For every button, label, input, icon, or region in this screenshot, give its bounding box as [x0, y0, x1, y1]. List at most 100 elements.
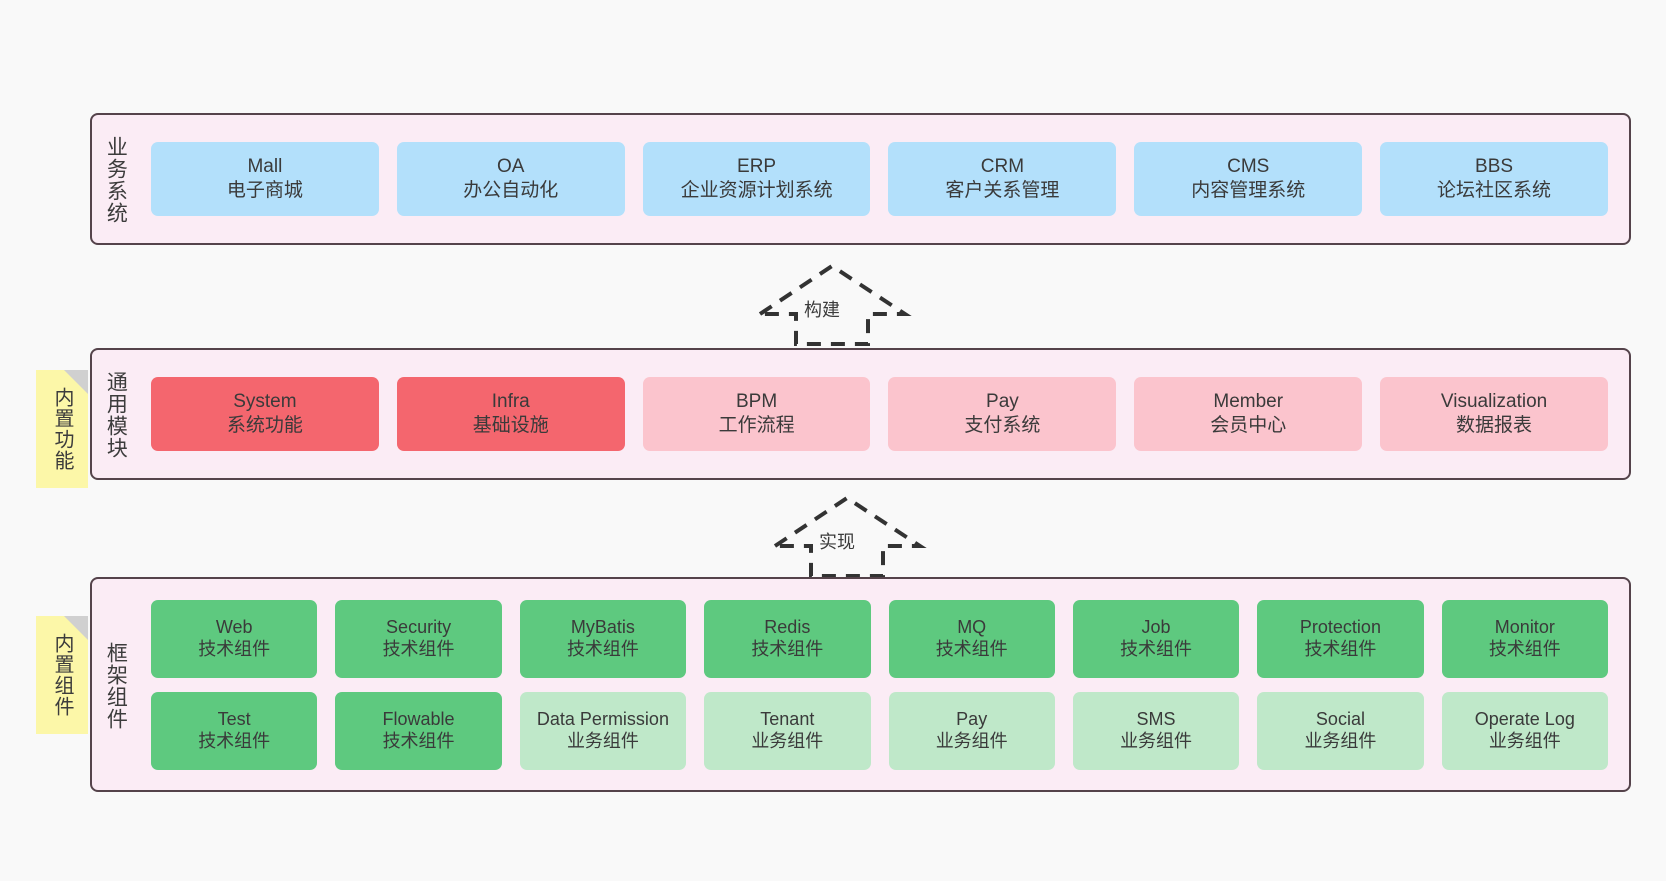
card-job[interactable]: Job 技术组件	[1072, 599, 1240, 678]
card-pay-component[interactable]: Pay 业务组件	[888, 691, 1055, 770]
card-member[interactable]: Member 会员中心	[1134, 377, 1363, 451]
card-title: Tenant	[760, 708, 815, 729]
build-arrow-label: 构建	[804, 300, 840, 320]
business-system-layer: 业务系统 Mall 电子商城 OA 办公自动化 ERP 企业资源计划系统 CRM…	[90, 113, 1631, 245]
card-operate-log[interactable]: Operate Log 业务组件	[1441, 691, 1608, 770]
card-subtitle: 企业资源计划系统	[680, 180, 833, 201]
card-subtitle: 系统功能	[226, 415, 303, 436]
note-label: 内置功能	[51, 387, 73, 471]
card-subtitle: 技术组件	[382, 730, 455, 751]
business-layer-title: 业务系统	[104, 136, 128, 224]
card-mybatis[interactable]: MyBatis 技术组件	[519, 599, 687, 678]
implement-arrow-label: 实现	[819, 532, 855, 552]
card-subtitle: 业务组件	[566, 730, 639, 751]
card-title: System	[233, 390, 297, 412]
card-redis[interactable]: Redis 技术组件	[704, 599, 871, 678]
framework-row-biz: Test 技术组件 Flowable 技术组件 Data Permission …	[142, 691, 1617, 770]
card-title: Pay	[956, 708, 988, 729]
card-title: Web	[215, 616, 253, 637]
framework-layer-cards: Web 技术组件 Security 技术组件 MyBatis 技术组件 Redi…	[138, 579, 1629, 790]
card-infra[interactable]: Infra 基础设施	[396, 377, 625, 451]
card-title: Social	[1315, 708, 1365, 729]
card-bpm[interactable]: BPM 工作流程	[642, 377, 871, 451]
card-subtitle: 技术组件	[382, 638, 455, 659]
card-tenant[interactable]: Tenant 业务组件	[704, 691, 871, 770]
hollow-up-arrow-icon	[768, 495, 927, 578]
card-subtitle: 业务组件	[1304, 730, 1377, 751]
card-mq[interactable]: MQ 技术组件	[888, 599, 1055, 678]
card-subtitle: 基础设施	[472, 415, 549, 436]
card-title: Test	[217, 708, 251, 729]
card-oa[interactable]: OA 办公自动化	[396, 142, 625, 216]
card-mall[interactable]: Mall 电子商城	[151, 142, 379, 216]
card-social[interactable]: Social 业务组件	[1257, 691, 1424, 770]
card-title: Security	[386, 616, 452, 637]
card-system[interactable]: System 系统功能	[151, 377, 379, 451]
card-title: BBS	[1475, 155, 1514, 177]
card-crm[interactable]: CRM 客户关系管理	[888, 142, 1117, 216]
card-subtitle: 技术组件	[566, 638, 639, 659]
card-subtitle: 技术组件	[198, 730, 271, 751]
card-pay-module[interactable]: Pay 支付系统	[888, 377, 1117, 451]
card-title: Job	[1141, 616, 1171, 637]
common-module-layer: 通用模块 System 系统功能 Infra 基础设施 BPM 工作流程 Pay…	[90, 348, 1631, 480]
card-title: Redis	[764, 616, 811, 637]
card-bbs[interactable]: BBS 论坛社区系统	[1380, 142, 1608, 216]
card-monitor[interactable]: Monitor 技术组件	[1441, 599, 1608, 678]
card-subtitle: 支付系统	[964, 415, 1041, 436]
card-subtitle: 技术组件	[935, 638, 1008, 659]
card-subtitle: 数据报表	[1456, 415, 1533, 436]
framework-row-tech: Web 技术组件 Security 技术组件 MyBatis 技术组件 Redi…	[142, 599, 1617, 678]
card-subtitle: 会员中心	[1210, 415, 1287, 436]
card-title: Data Permission	[536, 708, 669, 729]
card-title: Pay	[986, 390, 1019, 412]
common-layer-title: 通用模块	[104, 371, 128, 459]
card-title: Monitor	[1494, 616, 1555, 637]
note-builtin-function: 内置功能	[36, 370, 88, 488]
card-title: BPM	[735, 390, 778, 412]
card-visualization[interactable]: Visualization 数据报表	[1380, 377, 1608, 451]
card-subtitle: 技术组件	[1304, 638, 1377, 659]
card-title: ERP	[737, 155, 777, 177]
card-subtitle: 办公自动化	[463, 180, 559, 201]
card-title: Visualization	[1440, 390, 1548, 412]
framework-component-layer: 框架组件 Web 技术组件 Security 技术组件 MyBatis 技术组件…	[90, 577, 1631, 792]
card-data-permission[interactable]: Data Permission 业务组件	[519, 691, 687, 770]
card-erp[interactable]: ERP 企业资源计划系统	[642, 142, 871, 216]
card-title: CRM	[980, 155, 1025, 177]
card-subtitle: 电子商城	[226, 180, 303, 201]
note-fold-corner-icon	[64, 616, 88, 640]
card-subtitle: 业务组件	[751, 730, 824, 751]
card-subtitle: 业务组件	[1120, 730, 1193, 751]
card-subtitle: 内容管理系统	[1191, 180, 1306, 201]
card-title: Flowable	[382, 708, 455, 729]
card-security[interactable]: Security 技术组件	[335, 599, 502, 678]
card-title: OA	[497, 155, 525, 177]
card-title: Operate Log	[1474, 708, 1575, 729]
card-title: Mall	[247, 155, 283, 177]
card-subtitle: 业务组件	[1488, 730, 1561, 751]
card-subtitle: 工作流程	[718, 415, 795, 436]
card-subtitle: 客户关系管理	[945, 180, 1060, 201]
card-protection[interactable]: Protection 技术组件	[1257, 599, 1424, 678]
card-subtitle: 论坛社区系统	[1437, 180, 1552, 201]
card-flowable[interactable]: Flowable 技术组件	[335, 691, 502, 770]
note-label: 内置组件	[51, 633, 73, 717]
card-title: Infra	[491, 390, 530, 412]
card-title: MyBatis	[570, 616, 635, 637]
build-arrow: 构建	[750, 258, 915, 346]
card-sms[interactable]: SMS 业务组件	[1072, 691, 1240, 770]
framework-layer-title: 框架组件	[104, 641, 128, 730]
common-layer-cards: System 系统功能 Infra 基础设施 BPM 工作流程 Pay 支付系统…	[138, 350, 1629, 478]
card-subtitle: 技术组件	[1488, 638, 1561, 659]
card-web[interactable]: Web 技术组件	[151, 599, 318, 678]
card-test[interactable]: Test 技术组件	[151, 691, 318, 770]
note-builtin-component: 内置组件	[36, 616, 88, 734]
business-layer-cards: Mall 电子商城 OA 办公自动化 ERP 企业资源计划系统 CRM 客户关系…	[138, 115, 1629, 243]
note-fold-corner-icon	[64, 370, 88, 394]
card-cms[interactable]: CMS 内容管理系统	[1134, 142, 1363, 216]
implement-arrow: 实现	[765, 490, 930, 578]
card-title: SMS	[1136, 708, 1176, 729]
hollow-up-arrow-icon	[753, 263, 912, 346]
